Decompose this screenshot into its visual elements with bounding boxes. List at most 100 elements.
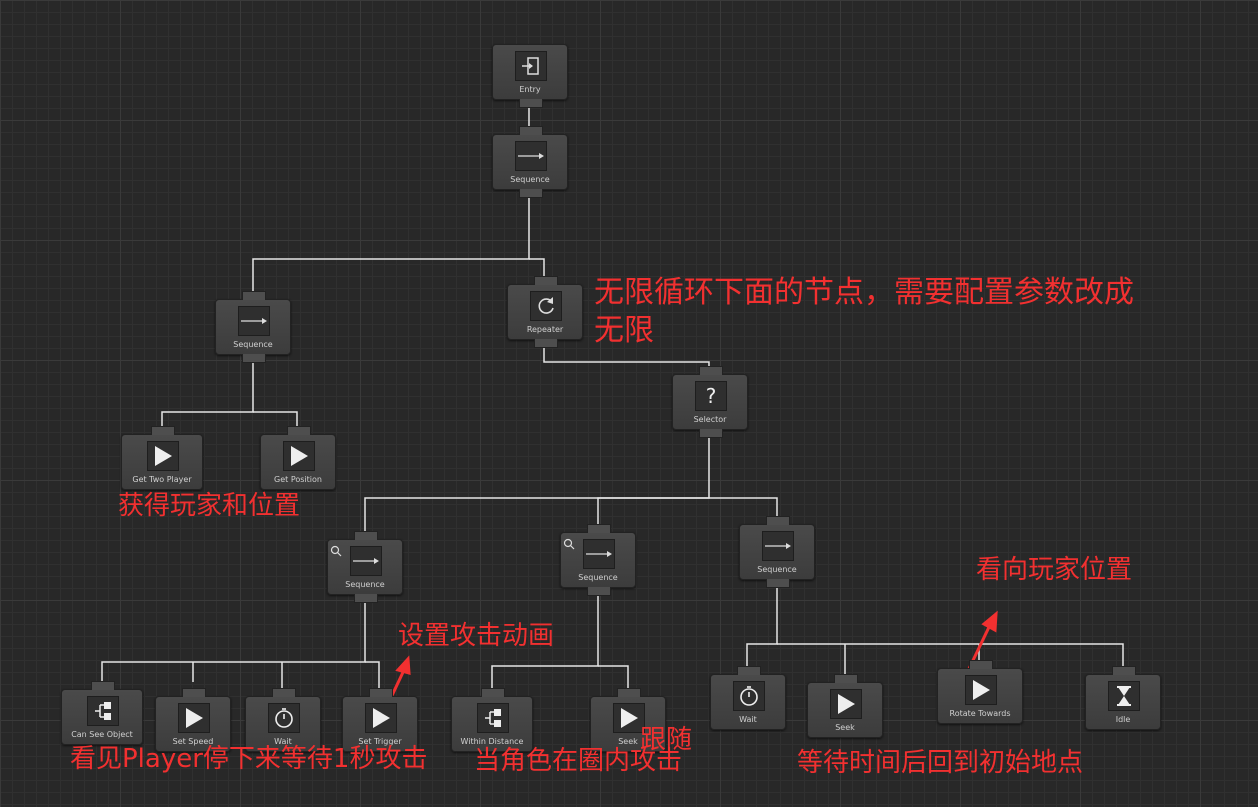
input-port[interactable] <box>766 516 790 525</box>
entry-icon <box>515 51 547 81</box>
seek-node[interactable]: Seek <box>590 688 666 752</box>
follow-annotation: 跟随 <box>640 725 693 755</box>
selector-node[interactable]: ? Selector <box>672 366 748 438</box>
arrow-right-icon <box>350 546 382 576</box>
output-port[interactable] <box>242 354 266 363</box>
wait-node[interactable]: Wait <box>710 666 786 730</box>
output-port[interactable] <box>587 587 611 596</box>
condition-icon <box>87 696 119 726</box>
input-port[interactable] <box>287 426 311 435</box>
repeater-annotation: 无限循环下面的节点，需要配置参数改成 无限 <box>594 274 1134 350</box>
node-label: Sequence <box>578 573 618 582</box>
arrow-right-icon <box>762 531 794 561</box>
get-position-node[interactable]: Get Position <box>260 426 336 490</box>
output-port[interactable] <box>519 99 543 108</box>
input-port[interactable] <box>1112 666 1136 675</box>
output-port[interactable] <box>699 429 723 438</box>
conditional-abort-icon <box>330 542 342 561</box>
annotation-line: 无限 <box>594 313 654 348</box>
play-icon <box>613 703 645 733</box>
input-port[interactable] <box>182 688 206 697</box>
play-icon <box>283 441 315 471</box>
get-player-annotation: 获得玩家和位置 <box>118 491 301 521</box>
question-icon: ? <box>695 381 727 411</box>
input-port[interactable] <box>242 291 266 300</box>
input-port[interactable] <box>534 276 558 285</box>
look-at-annotation: 看向玩家位置 <box>976 555 1133 585</box>
node-label: Sequence <box>233 340 273 349</box>
input-port[interactable] <box>969 660 993 669</box>
wait-node[interactable]: Wait <box>245 688 321 752</box>
set-trigger-node[interactable]: Set Trigger <box>342 688 418 752</box>
node-label: Idle <box>1115 715 1131 724</box>
hourglass-icon <box>1108 681 1140 711</box>
input-port[interactable] <box>481 688 505 697</box>
node-label: Entry <box>519 85 541 94</box>
input-port[interactable] <box>151 426 175 435</box>
node-label: Seek <box>618 737 638 746</box>
node-label: Selector <box>693 415 727 424</box>
input-port[interactable] <box>834 674 858 683</box>
node-label: Sequence <box>510 175 550 184</box>
svg-text:?: ? <box>706 385 717 407</box>
play-icon <box>147 441 179 471</box>
seek-node[interactable]: Seek <box>807 674 883 738</box>
input-port[interactable] <box>272 688 296 697</box>
sequence-node[interactable]: Sequence <box>560 524 636 596</box>
condition-icon <box>477 703 509 733</box>
output-port[interactable] <box>534 339 558 348</box>
get-two-player-node[interactable]: Get Two Player <box>121 426 203 490</box>
output-port[interactable] <box>519 189 543 198</box>
input-port[interactable] <box>369 688 393 697</box>
node-label: Sequence <box>757 565 797 574</box>
play-icon <box>965 675 997 705</box>
node-label: Can See Object <box>71 730 133 739</box>
input-port[interactable] <box>587 524 611 533</box>
node-label: Wait <box>274 737 292 746</box>
input-port[interactable] <box>699 366 723 375</box>
input-port[interactable] <box>354 531 378 540</box>
stopwatch-icon <box>733 681 765 711</box>
node-label: Rotate Towards <box>949 709 1011 718</box>
return-annotation: 等待时间后回到初始地点 <box>797 748 1084 778</box>
sequence-node[interactable]: Sequence <box>492 126 568 198</box>
set-speed-node[interactable]: Set Speed <box>155 688 231 752</box>
sequence-node[interactable]: Sequence <box>327 531 403 603</box>
stopwatch-icon <box>268 703 300 733</box>
sequence-node[interactable]: Sequence <box>215 291 291 363</box>
node-label: Get Position <box>274 475 322 484</box>
repeater-node[interactable]: Repeater <box>507 276 583 348</box>
node-label: Set Trigger <box>358 737 402 746</box>
node-label: Get Two Player <box>132 475 192 484</box>
arrow-right-icon <box>515 141 547 171</box>
sequence-node[interactable]: Sequence <box>739 516 815 588</box>
rotate-towards-node[interactable]: Rotate Towards <box>937 660 1023 724</box>
play-icon <box>365 703 397 733</box>
input-port[interactable] <box>91 681 115 690</box>
circle-attack-annotation: 当角色在圈内攻击 <box>474 746 683 776</box>
node-label: Wait <box>739 715 757 724</box>
within-distance-node[interactable]: Within Distance <box>451 688 533 752</box>
node-label: Seek <box>835 723 855 732</box>
output-port[interactable] <box>354 594 378 603</box>
idle-node[interactable]: Idle <box>1085 666 1161 730</box>
arrow-right-icon <box>583 539 615 569</box>
node-label: Within Distance <box>460 737 524 746</box>
input-port[interactable] <box>617 688 641 697</box>
repeat-icon <box>530 291 562 321</box>
play-icon <box>830 689 862 719</box>
annotation-line: 无限循环下面的节点，需要配置参数改成 <box>594 275 1134 310</box>
conditional-abort-icon <box>563 535 575 554</box>
node-label: Sequence <box>345 580 385 589</box>
can-see-object-node[interactable]: Can See Object <box>61 681 143 745</box>
set-trigger-annotation: 设置攻击动画 <box>398 621 555 651</box>
input-port[interactable] <box>737 666 761 675</box>
arrow-right-icon <box>238 306 270 336</box>
node-label: Set Speed <box>172 737 214 746</box>
input-port[interactable] <box>519 126 543 135</box>
node-label: Repeater <box>526 325 564 334</box>
entry-node[interactable]: Entry <box>492 44 568 108</box>
play-icon <box>178 703 210 733</box>
output-port[interactable] <box>766 579 790 588</box>
